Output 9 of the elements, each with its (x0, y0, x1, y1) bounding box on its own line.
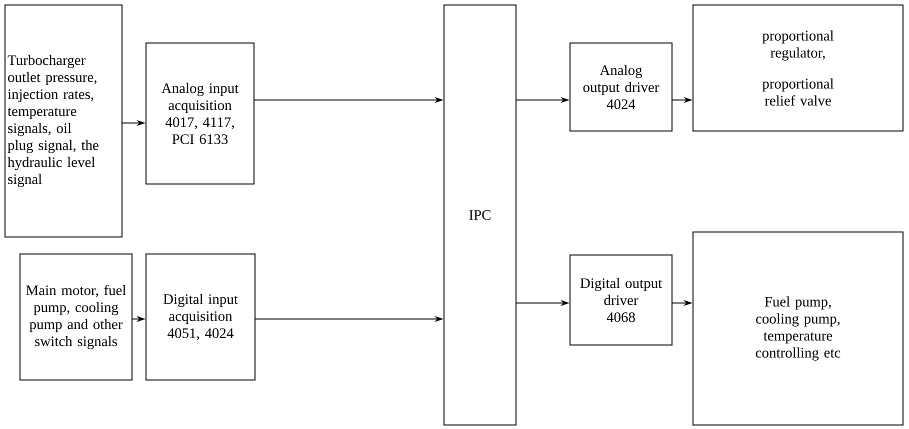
process-box: Turbocharger outlet pressure, injection rates, temperature signals, oil plug signal, the hydraulic level signal (4, 4, 122, 238)
process-box: IPC (444, 4, 516, 426)
process-box: Main motor, fuel pump, cooling pump and other switch signals (20, 254, 132, 380)
process-box: proportional regulator, proportional relief valve (692, 4, 904, 132)
process-box: Digital output driver 4068 (570, 254, 672, 346)
process-box: Analog output driver 4024 (570, 42, 672, 132)
process-box: Analog input acquisition 4017, 4117, PCI 6133 (146, 42, 254, 184)
process-box: Digital input acquisition 4051, 4024 (146, 254, 256, 380)
process-box: Fuel pump, cooling pump, temperature controlling etc (692, 232, 904, 426)
